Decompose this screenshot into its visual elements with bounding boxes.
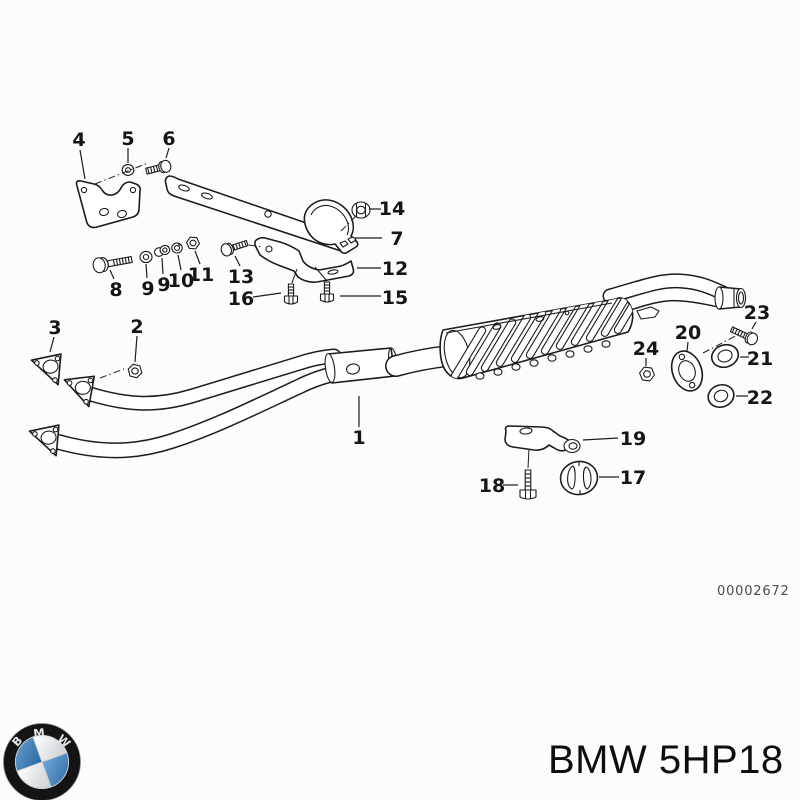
callout-22: 22 bbox=[747, 387, 773, 409]
bushing-9b bbox=[153, 244, 171, 257]
exhaust-flange-front bbox=[63, 375, 97, 409]
callout-3: 3 bbox=[48, 317, 61, 339]
bracket-4 bbox=[75, 180, 141, 229]
bolt-16 bbox=[283, 283, 299, 305]
exhaust-flange-rear bbox=[30, 353, 66, 389]
bolt-13 bbox=[220, 239, 249, 257]
nut-24 bbox=[639, 366, 655, 382]
callout-15: 15 bbox=[382, 287, 408, 309]
leader-line-13 bbox=[234, 255, 241, 267]
callout-23: 23 bbox=[744, 302, 770, 324]
washer-9a bbox=[139, 250, 153, 264]
construction-line-0 bbox=[94, 162, 149, 185]
nut-2 bbox=[127, 363, 143, 379]
leader-line-4 bbox=[79, 149, 86, 180]
callout-13: 13 bbox=[228, 266, 254, 288]
link-line-0 bbox=[291, 268, 298, 284]
callout-12: 12 bbox=[382, 258, 408, 280]
link-line-1 bbox=[314, 266, 328, 282]
leader-line-6 bbox=[165, 147, 170, 159]
gasket-20 bbox=[670, 350, 704, 392]
link-line-2 bbox=[527, 448, 530, 469]
callout-18: 18 bbox=[479, 475, 505, 497]
leader-line-9 bbox=[161, 257, 164, 275]
ring-seal-22 bbox=[707, 383, 735, 409]
callout-2: 2 bbox=[130, 316, 143, 338]
clamp-bracket-7 bbox=[303, 199, 359, 254]
callout-16: 16 bbox=[228, 288, 254, 310]
callout-20: 20 bbox=[675, 322, 701, 344]
callout-11: 11 bbox=[188, 264, 214, 286]
leader-line-19 bbox=[582, 437, 619, 441]
nut-14 bbox=[351, 201, 371, 219]
callout-17: 17 bbox=[620, 467, 646, 489]
leader-line-16 bbox=[252, 292, 282, 298]
callout-21: 21 bbox=[747, 348, 773, 370]
rear-pipes bbox=[600, 273, 733, 318]
leader-line-9 bbox=[145, 263, 148, 279]
logo-letter-m: M bbox=[33, 725, 46, 740]
callout-9: 9 bbox=[141, 278, 154, 300]
muffler-bottom-scallops bbox=[475, 340, 611, 380]
bolt-8 bbox=[92, 256, 133, 274]
leader-line-10 bbox=[177, 254, 182, 271]
hanger-bracket-19 bbox=[504, 425, 581, 454]
bracket-12 bbox=[254, 236, 355, 283]
exhaust-flange-lower bbox=[28, 424, 64, 460]
leader-line-8 bbox=[109, 269, 115, 280]
leader-line-23 bbox=[751, 321, 757, 330]
washer-5 bbox=[121, 164, 135, 176]
leader-line-11 bbox=[194, 250, 201, 265]
callout-5: 5 bbox=[121, 128, 134, 150]
leader-line-3 bbox=[49, 336, 55, 353]
front-pipes bbox=[47, 348, 342, 459]
construction-lines bbox=[94, 162, 744, 379]
ring-seal-21 bbox=[710, 343, 740, 369]
nut-11 bbox=[185, 236, 201, 250]
callout-19: 19 bbox=[620, 428, 646, 450]
link-lines bbox=[291, 266, 530, 469]
callout-9: 9 bbox=[157, 274, 170, 296]
lock-washer-10 bbox=[171, 242, 183, 254]
callout-24: 24 bbox=[633, 338, 659, 360]
construction-line-1 bbox=[340, 215, 357, 232]
drawing-number: 00002672 bbox=[717, 584, 790, 599]
callout-14: 14 bbox=[379, 198, 405, 220]
callout-8: 8 bbox=[109, 279, 122, 301]
bmw-logo-icon: B M W bbox=[3, 723, 81, 800]
construction-line-2 bbox=[248, 244, 264, 248]
bolt-18 bbox=[519, 469, 537, 500]
rear-pipe-collar bbox=[714, 286, 747, 310]
callout-7: 7 bbox=[390, 228, 403, 250]
leader-line-2 bbox=[134, 335, 138, 363]
pipe-tab-bracket bbox=[636, 306, 660, 320]
construction-line-3 bbox=[99, 368, 125, 379]
bolt-6 bbox=[145, 159, 172, 175]
bolt-23 bbox=[729, 326, 759, 346]
leader-line-20 bbox=[686, 341, 689, 352]
rubber-hanger-17 bbox=[559, 460, 599, 496]
callout-6: 6 bbox=[162, 128, 175, 150]
callout-10: 10 bbox=[168, 270, 194, 292]
callout-4: 4 bbox=[72, 129, 85, 151]
model-caption: BMW 5HP18 bbox=[548, 738, 784, 782]
front-muffler bbox=[439, 297, 634, 380]
callout-1: 1 bbox=[352, 427, 365, 449]
bolt-15 bbox=[319, 281, 335, 303]
